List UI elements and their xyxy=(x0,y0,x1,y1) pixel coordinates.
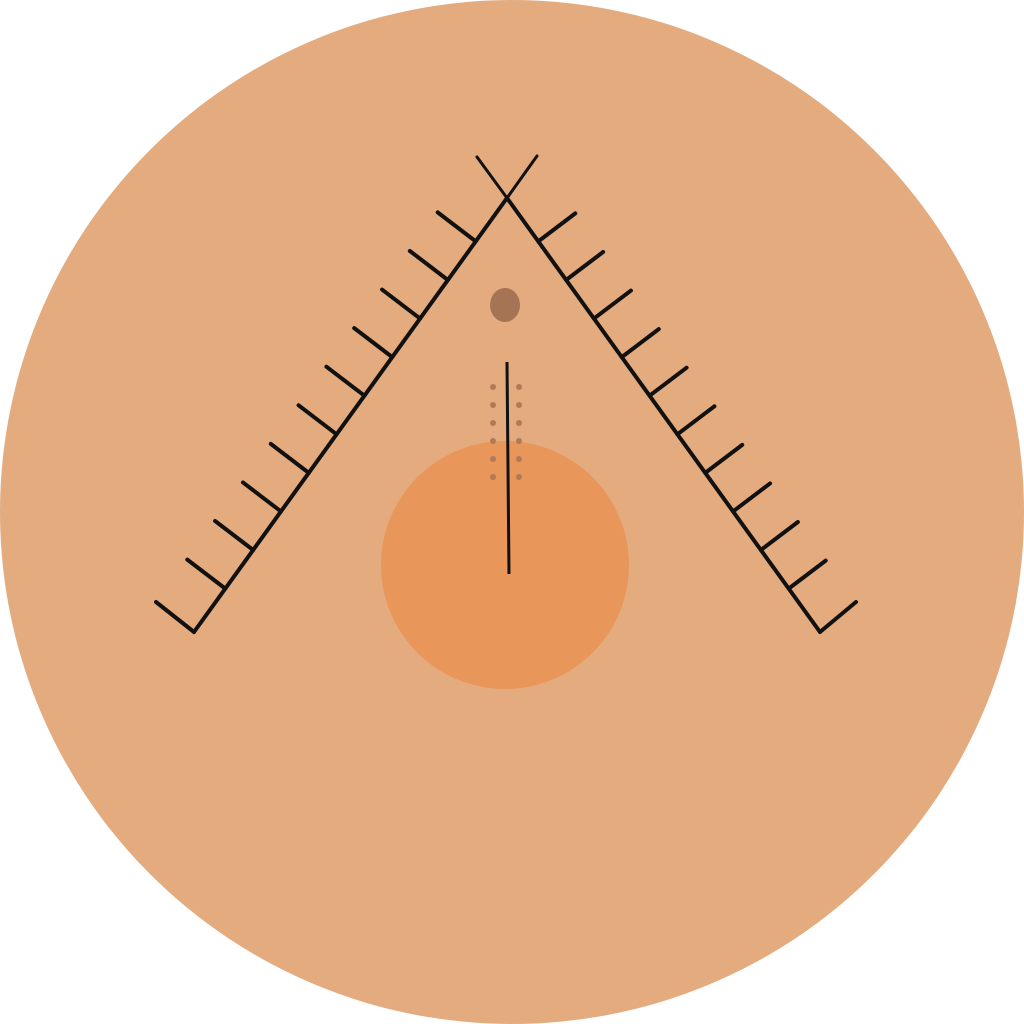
chevron-flap-outline xyxy=(154,154,858,634)
right-arm-tick xyxy=(786,558,828,591)
right-arm-tick xyxy=(591,288,633,321)
reference-mark-dot xyxy=(490,288,520,322)
left-arm-tick xyxy=(407,248,450,282)
left-arm-tick xyxy=(185,557,228,591)
left-arm-foot xyxy=(154,600,196,634)
suture-dot xyxy=(516,474,522,480)
suture-dot xyxy=(490,474,496,480)
suture-dot xyxy=(490,438,496,444)
apex-crossing-left xyxy=(505,154,539,200)
right-arm-foot xyxy=(818,600,858,634)
right-arm-ticks xyxy=(536,211,828,591)
flap-right-arm xyxy=(505,196,822,634)
right-arm-tick xyxy=(758,520,800,553)
left-arm-tick xyxy=(296,403,339,437)
right-arm-tick xyxy=(619,327,661,360)
left-arm-ticks xyxy=(185,210,478,591)
right-arm-tick xyxy=(564,249,606,282)
suture-dot xyxy=(516,438,522,444)
suture-dot xyxy=(516,384,522,390)
right-arm-tick xyxy=(536,211,578,244)
left-arm-tick xyxy=(324,364,367,398)
suture-dot xyxy=(516,420,522,426)
left-arm-tick xyxy=(352,326,395,360)
right-arm-tick xyxy=(647,365,689,398)
suture-dot xyxy=(490,402,496,408)
right-arm-tick xyxy=(675,404,717,437)
suture-dot xyxy=(490,456,496,462)
left-arm-tick xyxy=(380,287,423,321)
suture-dot xyxy=(490,384,496,390)
right-arm-tick xyxy=(731,481,773,514)
suture-dot xyxy=(490,420,496,426)
left-arm-tick xyxy=(435,210,478,244)
highlight-zone xyxy=(381,441,629,689)
left-arm-tick xyxy=(213,519,256,553)
suture-dots-group xyxy=(490,384,522,480)
right-arm-tick xyxy=(703,442,745,475)
left-arm-tick xyxy=(240,480,283,514)
flap-left-arm xyxy=(192,196,509,634)
suture-dot xyxy=(516,402,522,408)
apex-crossing-right xyxy=(475,155,509,200)
vertical-incision-line xyxy=(505,361,511,575)
suture-dot xyxy=(516,456,522,462)
left-arm-tick xyxy=(268,441,311,475)
